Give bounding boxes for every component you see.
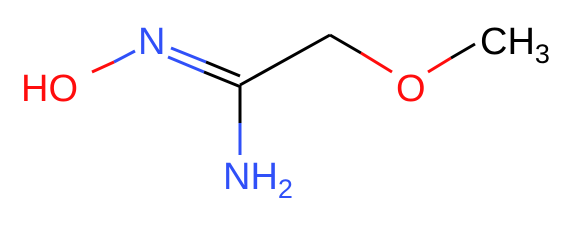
double-bond-n-c-outer-n: [167, 55, 205, 74]
atom-o-ether: O: [396, 68, 426, 110]
single-bond-ch2-o-c-half: [329, 33, 362, 55]
double-bond-n-c: [167, 46, 242, 89]
atom-n-amine-subscript: 2: [278, 174, 293, 204]
atom-n-amine: NH2: [223, 156, 293, 204]
molecule-structure: N HO NH2 O CH3: [21, 21, 550, 204]
double-bond-n-c-inner-c: [205, 60, 241, 78]
double-bond-n-c-outer-c: [203, 70, 242, 89]
single-bond-ch2-o: [329, 33, 393, 74]
atom-n-imine: N: [138, 21, 165, 63]
single-bond-o-ch3-c-half: [450, 42, 476, 60]
atom-c-methyl-label: CH: [480, 21, 535, 63]
single-bond-n-o-n-half: [113, 49, 136, 64]
single-bond-n-o: [91, 49, 136, 74]
atom-c-methyl-subscript: 3: [535, 39, 550, 69]
double-bond-n-c-inner-n: [170, 46, 207, 64]
atom-o-hydroxyl: HO: [21, 68, 78, 110]
atom-c-methyl: CH3: [480, 21, 550, 69]
single-bond-o-ch3: [427, 42, 476, 74]
single-bond-n-o-o-half: [91, 60, 115, 74]
single-bond-o-ch3-o-half: [427, 56, 452, 74]
atom-n-amine-label: NH: [223, 156, 278, 198]
single-bond-c-ch2: [239, 33, 331, 87]
single-bond-ch2-o-o-half: [360, 51, 393, 74]
